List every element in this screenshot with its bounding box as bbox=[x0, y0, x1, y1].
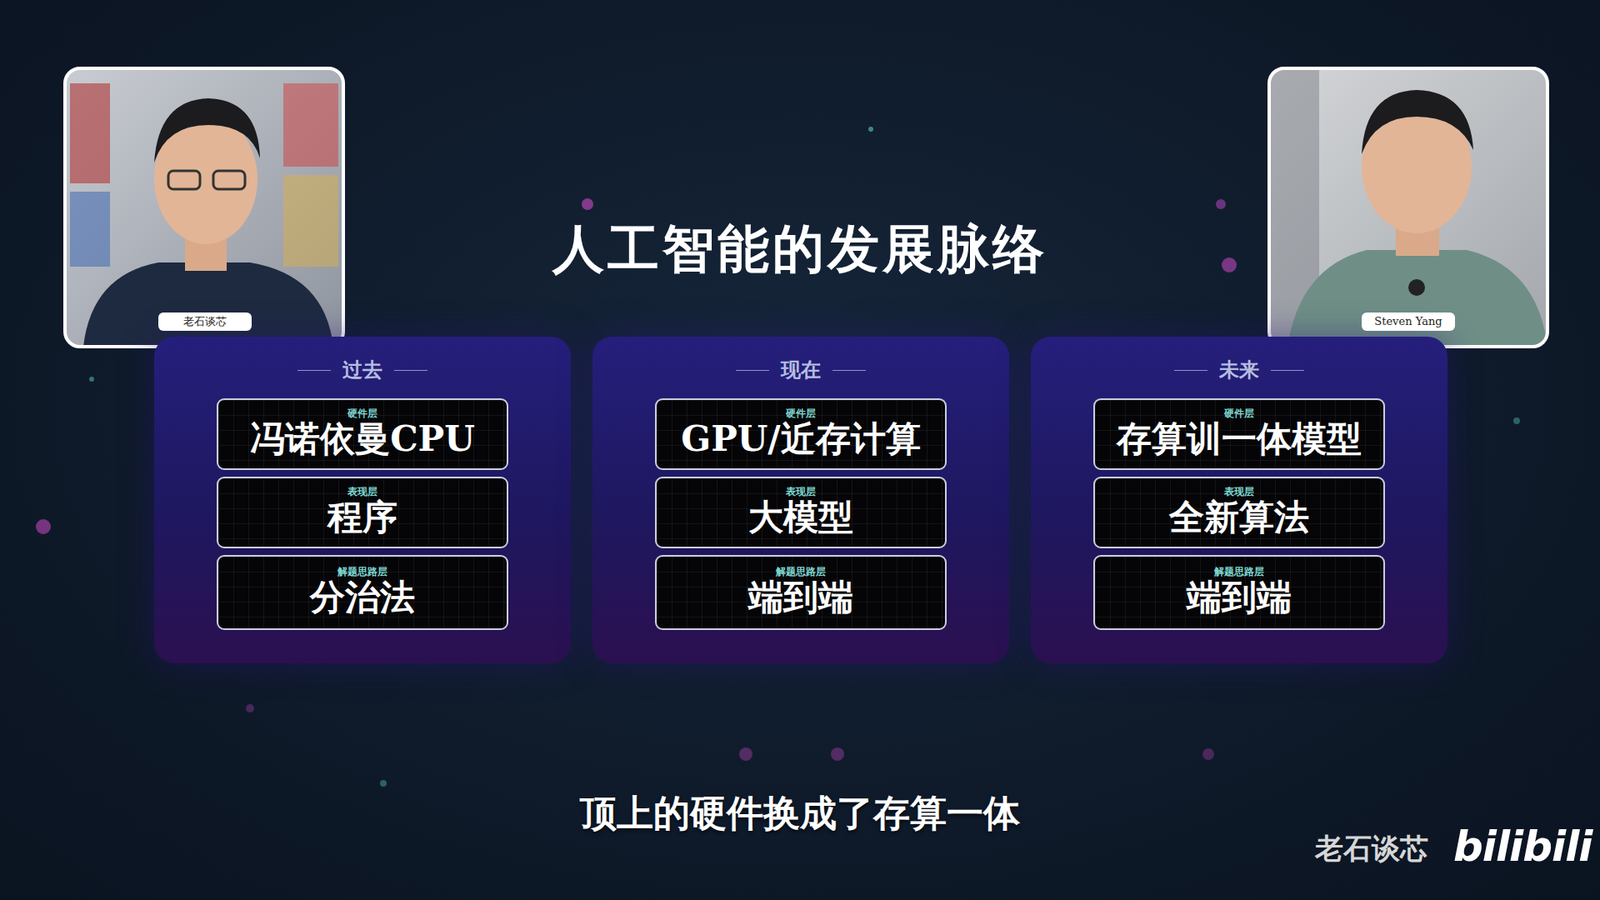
layer-content: 全新算法 bbox=[1169, 497, 1310, 538]
layer-box: 表现层程序 bbox=[216, 476, 509, 549]
platform-logo: bilibili bbox=[1453, 821, 1592, 872]
layer-label: 表现层 bbox=[785, 485, 816, 498]
layer-label: 解题思路层 bbox=[337, 565, 388, 578]
era-panel: 现在硬件层GPU/近存计算表现层大模型解题思路层端到端 bbox=[592, 336, 1010, 664]
layer-label: 硬件层 bbox=[347, 407, 378, 420]
layer-box: 硬件层冯诺依曼CPU bbox=[216, 398, 509, 470]
era-heading: 现在 bbox=[780, 358, 821, 383]
layer-label: 表现层 bbox=[347, 485, 378, 498]
layer-box: 解题思路层分治法 bbox=[216, 555, 509, 630]
layer-content: 存算训一体模型 bbox=[1116, 419, 1362, 460]
layer-label: 解题思路层 bbox=[775, 565, 826, 578]
guest-video-frame bbox=[1269, 68, 1548, 347]
layer-label: 表现层 bbox=[1224, 485, 1255, 498]
layer-box: 硬件层存算训一体模型 bbox=[1093, 398, 1385, 470]
layer-content: 分治法 bbox=[310, 577, 415, 618]
layer-box: 解题思路层端到端 bbox=[655, 555, 947, 630]
channel-watermark: 老石谈芯 bbox=[1315, 831, 1429, 866]
subtitle-caption: 顶上的硬件换成了存算一体 bbox=[0, 791, 1600, 836]
layer-box: 表现层大模型 bbox=[655, 476, 947, 549]
layer-content: 端到端 bbox=[1186, 577, 1292, 618]
layer-content: 端到端 bbox=[748, 577, 854, 618]
layer-content: 程序 bbox=[327, 497, 398, 538]
layer-box: 硬件层GPU/近存计算 bbox=[655, 398, 947, 470]
heading-dash bbox=[1270, 370, 1305, 371]
panel-heading: 未来 bbox=[1030, 358, 1448, 383]
heading-dash bbox=[735, 370, 770, 371]
era-heading: 过去 bbox=[342, 358, 383, 383]
heading-dash bbox=[297, 370, 331, 371]
layer-content: GPU/近存计算 bbox=[680, 419, 920, 460]
era-heading: 未来 bbox=[1219, 358, 1260, 383]
panel-heading: 现在 bbox=[592, 358, 1010, 383]
host-video-frame bbox=[65, 68, 344, 347]
heading-dash bbox=[832, 370, 866, 371]
panel-heading: 过去 bbox=[154, 358, 571, 383]
era-panel: 过去硬件层冯诺依曼CPU表现层程序解题思路层分治法 bbox=[154, 336, 571, 664]
layer-label: 硬件层 bbox=[785, 407, 816, 420]
layer-content: 大模型 bbox=[748, 497, 854, 538]
layer-box: 解题思路层端到端 bbox=[1093, 555, 1385, 630]
host-name-tag: 老石谈芯 bbox=[158, 312, 252, 331]
layer-label: 硬件层 bbox=[1224, 407, 1255, 420]
layer-content: 冯诺依曼CPU bbox=[250, 419, 475, 460]
heading-dash bbox=[394, 370, 428, 371]
era-panel: 未来硬件层存算训一体模型表现层全新算法解题思路层端到端 bbox=[1030, 336, 1448, 664]
layer-box: 表现层全新算法 bbox=[1093, 476, 1385, 549]
diagram-title: 人工智能的发展脉络 bbox=[0, 218, 1600, 280]
layer-label: 解题思路层 bbox=[1214, 565, 1265, 578]
guest-name-tag: Steven Yang bbox=[1361, 312, 1455, 331]
heading-dash bbox=[1174, 370, 1208, 371]
